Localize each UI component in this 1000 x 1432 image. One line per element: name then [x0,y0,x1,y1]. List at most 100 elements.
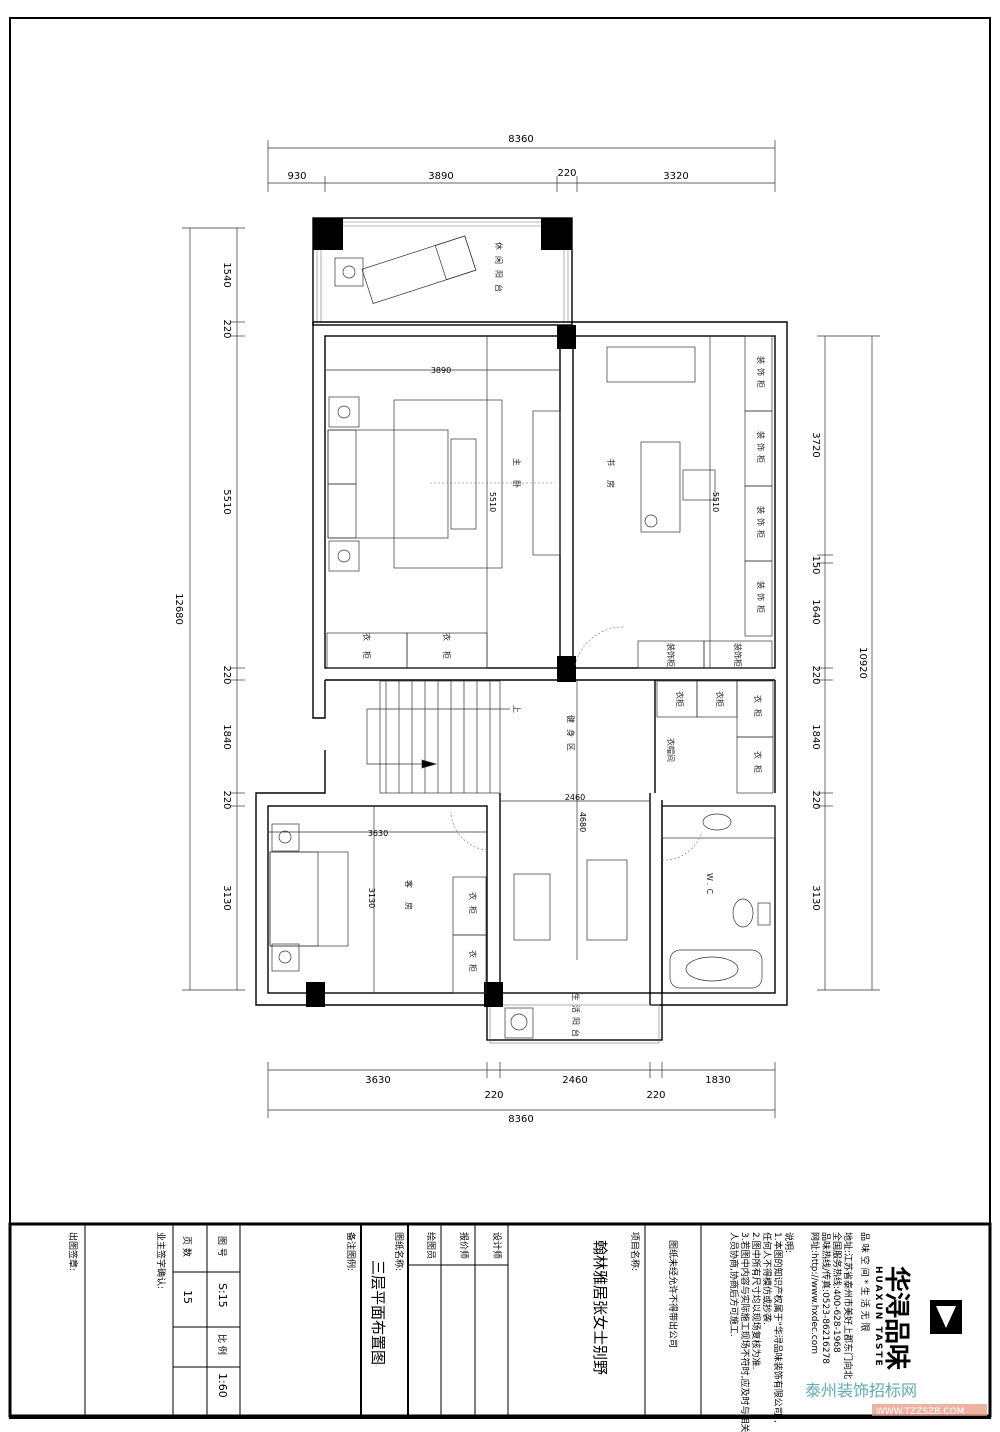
drawing-no-label: 图 号 [216,1236,227,1257]
dim-left: 1540 [221,262,232,287]
decor-cabinet-label: 装饰柜 [756,431,766,467]
room-guest: 客房 [404,880,414,924]
dim-right: 220 [810,790,821,809]
room-gym: 健身区 [566,715,576,757]
project-name: 翰林雅居张女士别野 [591,1240,609,1375]
drawing-no-value: S:15 [216,1283,229,1308]
room-cloakroom: 衣帽间 [666,738,676,762]
decor-cabinet-label: 装饰柜 [756,581,766,617]
decor-cabinet-label: 装饰柜 [666,643,676,667]
wardrobe-label: 衣柜 [362,633,372,669]
room-service-balcony: 生活阳台 [571,993,581,1041]
dim-right-total: 10920 [857,647,868,679]
dim-guest-width: 3630 [368,829,388,838]
note: 1.本图的知识产权属于"华浔品味装饰有限公司",任何人不得模仿或抄袭. [761,1232,784,1423]
left-dimensions [182,227,245,991]
wardrobe-label: 衣柜 [468,892,478,920]
logo-en: HUAXUN TASTE [873,1266,883,1368]
dim-bottom-total: 8360 [508,1114,533,1125]
stamp-label: 出图签章: [67,1232,79,1271]
dim-bottom: 3630 [365,1075,390,1086]
right-dimensions [817,335,880,991]
title-block [8,1222,992,1418]
room-leisure-balcony: 休闲阳台 [494,242,504,298]
stair-up-label: 上 [512,705,521,713]
wardrobe-label: 衣柜 [675,691,685,707]
decor-cabinet-label: 装饰柜 [756,506,766,542]
watermark-text: 泰州装饰招标网 [805,1381,917,1400]
dim-right: 150 [810,555,821,574]
brand-hotline: 品味热线/传真:0523-86216278 [820,1232,832,1364]
room-wc: W.C [705,873,714,897]
dim-left: 220 [221,319,232,338]
dim-right: 220 [810,665,821,684]
address: 地址:江苏省泰州市美好上郡东门向北 [842,1232,854,1379]
dim-left: 220 [221,790,232,809]
note: 3.若图中内容与实际施工现场不符时,应及时与相关人员协商,协商后方可施工. [728,1232,751,1432]
dim-right: 3130 [810,885,821,910]
website: 网址:http://www.hxdec.com [809,1232,821,1354]
dim-master-depth: 5510 [488,492,497,512]
company-logo-icon [930,1300,962,1334]
bottom-dimensions [267,1062,776,1118]
wardrobe-label: 衣柜 [468,950,478,978]
dim-top: 220 [557,168,576,179]
dim-bottom: 2460 [562,1075,587,1086]
wardrobe-label: 衣柜 [753,751,763,779]
structural-columns [306,218,576,1007]
service-hotline: 全国服务热线:400-628-1968 [831,1232,843,1353]
dim-top: 3320 [663,171,688,182]
pages-label: 页 数 [181,1236,193,1257]
wardrobe-label: 衣柜 [442,633,452,669]
wardrobe-label: 衣柜 [753,695,763,723]
dim-bottom: 1830 [705,1075,730,1086]
furniture [268,235,776,1039]
dim-guest-depth: 3130 [367,888,376,908]
dim-bottom: 220 [484,1090,503,1101]
note-line: 人员协商,协商后方可施工. [728,1232,740,1337]
sheet-border [9,17,991,1419]
drawing-name: 三层平面布置图 [369,1260,387,1365]
drawing-name-label: 图纸名称: [393,1232,405,1271]
watermark-url: WWW.TZZSZB.COM [876,1407,964,1417]
dim-left-total: 12680 [173,593,184,625]
dim-master-width: 3890 [431,366,451,375]
designer-label: 设计师 [491,1232,503,1259]
estimator-label: 报价师 [458,1232,470,1259]
room-study: 书房 [606,458,616,502]
dim-bottom: 220 [646,1090,665,1101]
top-dimensions [267,140,776,192]
note-line: 任何人不得模仿或抄袭. [761,1232,773,1325]
remarks-label: 备注图例: [345,1232,357,1271]
note-line: 1.本图的知识产权属于"华浔品味装饰有限公司", [772,1232,784,1423]
walls [255,217,788,1044]
dim-left: 1840 [221,724,232,749]
project-label: 项目名称: [629,1232,641,1271]
confidential-note: 图纸未经允许不得带出公司 [667,1240,679,1348]
scale-label: 比 例 [216,1334,228,1355]
logo-text: 华浔品味 [881,1266,912,1370]
dim-left: 3130 [221,885,232,910]
dim-right: 1640 [810,599,821,624]
decor-cabinet-label: 装饰柜 [756,356,766,392]
dim-gym-width: 2460 [565,793,585,802]
scale-value: 1:60 [216,1373,229,1398]
decor-cabinet-label: 装饰柜 [733,643,743,667]
room-master-bedroom: 主卧 [512,458,522,502]
dim-top-total: 8360 [508,134,533,145]
dim-right: 3720 [810,432,821,457]
dim-gym-depth: 4680 [578,812,587,832]
drafter-label: 绘图员 [425,1232,437,1259]
dim-study-depth: 5510 [711,492,720,512]
wardrobe-label: 衣柜 [715,691,725,707]
note-line: 3.若图中内容与实际施工现场不符时,应及时与相关 [739,1232,751,1432]
watermark: 泰州装饰招标网 WWW.TZZSZB.COM [805,1381,987,1417]
dim-left: 220 [221,665,232,684]
dim-top: 930 [287,171,306,182]
notes-title: 说明: [783,1232,795,1253]
pages-value: 15 [181,1290,194,1304]
note: 2.图中所有尺寸均以现场复核为准. [750,1232,762,1369]
owner-sign-label: 业主签字确认: [155,1232,167,1289]
dim-right: 1840 [810,724,821,749]
